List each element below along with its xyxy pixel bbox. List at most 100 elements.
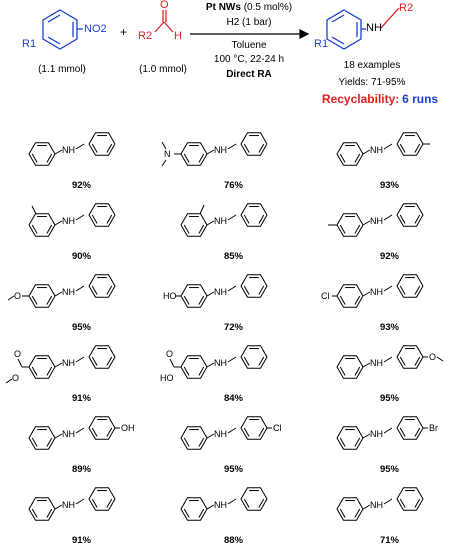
product-entry: NH 93% (312, 122, 467, 193)
hydrogen-pressure: H2 (1 bar) (226, 17, 272, 28)
product-structure: NH (28, 487, 116, 521)
r2-label: R2 (138, 30, 153, 42)
n-label: N (164, 149, 171, 159)
product-r2-label: R2 (399, 2, 414, 14)
nh-label: NH (370, 287, 383, 297)
product-entry: NH O 95% (4, 264, 159, 335)
aldehyde-h-label: H (174, 30, 182, 42)
recyclability-runs: 6 runs (402, 92, 439, 106)
product-yield: 91% (71, 535, 91, 546)
r1-label: R1 (22, 38, 37, 50)
product-chain (380, 7, 400, 29)
product-structure: NH (336, 132, 430, 166)
product-structure: NH (336, 487, 424, 521)
nh-label: NH (214, 500, 227, 510)
product-yield: 92% (71, 180, 91, 191)
nh-label: NH (370, 216, 383, 226)
cl-label: Cl (321, 291, 330, 301)
product-yield: 85% (223, 251, 243, 262)
product-yield: 95% (223, 464, 243, 475)
nh-label: NH (62, 287, 75, 297)
plus-sign: + (120, 25, 128, 39)
solvent: Toluene (231, 40, 267, 51)
recyclability-label: Recyclability: (321, 92, 400, 106)
aldehyde-o-label: O (160, 0, 169, 11)
product-entry: NH N 76% (156, 122, 311, 193)
nh-label: NH (62, 358, 75, 368)
catalyst-line: Pt NWs (0.5 mol%) (206, 2, 292, 13)
nh-label: NH (370, 358, 383, 368)
ho-label: HO (160, 373, 174, 383)
product-entry: NH Cl 93% (312, 264, 467, 335)
product-yield: 95% (379, 464, 399, 475)
nh-label: NH (214, 287, 227, 297)
nitro-label: NO2 (84, 23, 107, 35)
yield-range: Yields: 71-95% (338, 77, 406, 88)
o-label: O (14, 291, 21, 301)
product-structure: NH Cl (180, 416, 282, 450)
product-yield: 91% (71, 393, 91, 404)
scheme-structures (42, 7, 400, 50)
product-structure: NH Cl (321, 274, 424, 308)
temperature-time: 100 °C, 22-24 h (213, 54, 285, 65)
nh-label: NH (62, 429, 75, 439)
examples-count: 18 examples (343, 60, 401, 71)
product-yield: 95% (71, 322, 91, 333)
product-entry: NH 91% (4, 477, 159, 548)
product-yield: 89% (71, 464, 91, 475)
cl-label: Cl (273, 423, 282, 433)
product-yield: 93% (379, 322, 399, 333)
aldehyde-structure (154, 10, 174, 33)
method-label: Direct RA (226, 69, 272, 80)
nh-label: NH (62, 145, 75, 155)
reactant1-amount: (1.1 mmol) (38, 64, 86, 75)
product-yield: 90% (71, 251, 91, 262)
product-r1-label: R1 (314, 38, 329, 50)
nh-label: NH (370, 429, 383, 439)
product-yield: 88% (223, 535, 243, 546)
product-structure: NH (328, 203, 424, 237)
product-yield: 93% (379, 180, 399, 191)
product-structure: NH (28, 132, 116, 166)
product-structure: NH HO (163, 274, 268, 308)
o-label: O (14, 349, 21, 359)
o-label: O (166, 349, 173, 359)
nh-label: NH (370, 145, 383, 155)
reaction-scheme: R1 NO2 (1.1 mmol) + O R2 H (1.0 mmol) Pt… (0, 0, 467, 120)
product-structure: NH (180, 487, 268, 521)
product-entry: NH Cl 95% (156, 406, 311, 477)
product-yield: 95% (379, 393, 399, 404)
product-entry: NH 92% (4, 122, 159, 193)
nh-label: NH (62, 216, 75, 226)
product-structure: NH (28, 203, 116, 237)
o-label: O (429, 352, 436, 362)
product-entry: NH O 95% (312, 335, 467, 406)
product-structure: NH N (161, 132, 268, 167)
recyclability-line: Recyclability: 6 runs (322, 92, 438, 106)
catalyst-loading: (0.5 mol%) (243, 2, 293, 13)
nh-label: NH (370, 500, 383, 510)
product-yield: 76% (223, 180, 243, 191)
nh-label: NH (214, 145, 227, 155)
product-ring (326, 9, 366, 50)
product-yield: 72% (223, 322, 243, 333)
nh-label: NH (214, 429, 227, 439)
nh-label: NH (62, 500, 75, 510)
product-yield: 84% (223, 393, 243, 404)
ho-label: HO (163, 291, 177, 301)
product-structure: NH O (336, 345, 444, 379)
product-entry: NH 88% (156, 477, 311, 548)
catalyst-name: Pt NWs (205, 2, 241, 13)
